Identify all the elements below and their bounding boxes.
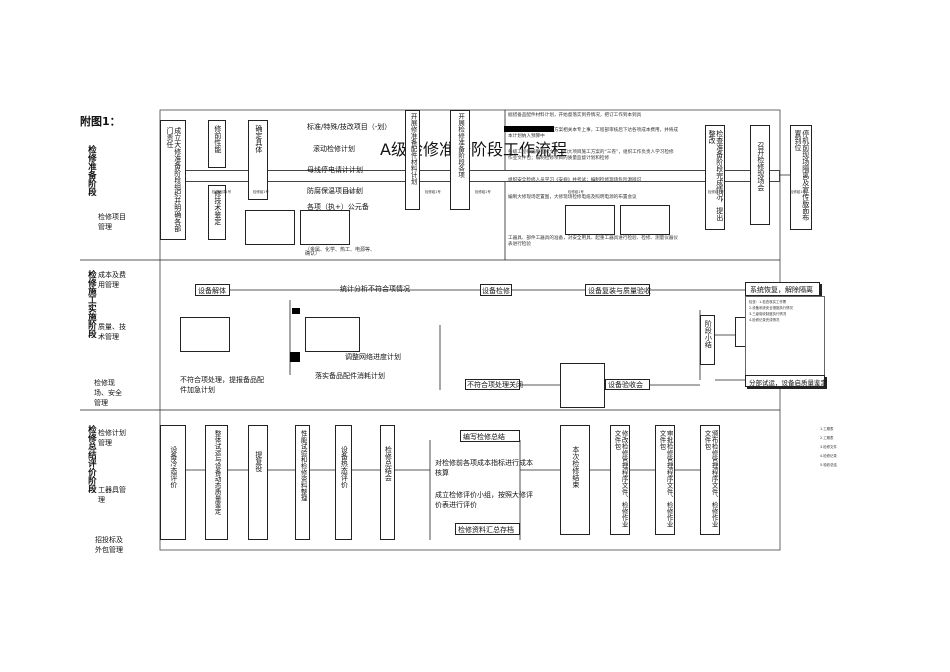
impl-restore: 系统恢复，解除隔离 [745, 282, 820, 296]
sum-publish-docs: 颁布检修管理程序文件、检修作业文件包 [700, 425, 720, 535]
prep-item-4: 防腐保温项目计划 [307, 187, 363, 195]
sum-list-4: 4.检修记录 [820, 454, 837, 458]
phase-label-summary: 检修总结评价阶段 [86, 425, 97, 493]
prep-item-2: 滚动检修计划 [313, 145, 355, 153]
row-label-impl-quality: 质量、技术管理 [98, 323, 126, 341]
impl-stage-summary: 阶段小结 [700, 315, 715, 365]
prep-step-performance: 修前性能 [208, 120, 226, 168]
prep-note-3: 检修组1号 [343, 190, 359, 194]
impl-nc-handle: 不符合项处理，提报备品配件加急计划 [180, 376, 264, 394]
black-label-2 [292, 308, 300, 314]
impl-accept-meeting: 设备验收会 [605, 379, 650, 390]
prep-step-meeting: 召开检修现场会 [750, 125, 770, 225]
prep-text-5: 编制大修现场定置图，大修现场检修电缆及照明电源的布置会议 [508, 195, 637, 200]
prep-text-4: 组织安全检修人员学习《安规》并考试；编制检修现场危险源辨识 [508, 178, 642, 183]
sum-dynamic-eval: 整体试运与设备动态质量鉴定 [205, 425, 228, 540]
phase-label-prep: 检修准备阶段 [86, 145, 97, 196]
prep-note-8: 检修组1号 [790, 190, 806, 194]
prep-note-7: 检修组1号 [708, 190, 724, 194]
impl-reassemble: 设备复装与质量验收 [585, 284, 651, 296]
sum-list-1: 1.工期表 [820, 427, 834, 431]
impl-repair: 设备检修 [480, 284, 512, 296]
row-label-impl-safety: 检修现场、安全管理 [94, 379, 122, 407]
black-label-1 [504, 126, 554, 132]
sum-return-service: 提复役 [248, 425, 268, 540]
row-label-sum-plan: 检修计划管理 [98, 429, 126, 447]
prep-step-tech-eval: 修技术鉴定 [208, 185, 226, 240]
sum-archive: 检修资料汇总存档 [455, 523, 520, 535]
row-label-impl-cost: 成本及费用管理 [98, 271, 126, 289]
prep-note-box-1 [245, 210, 295, 245]
sum-cost-accounting: 对检修前各项成本指标进行成本核算 [435, 459, 533, 477]
prep-note-6: 检修组1号 [568, 190, 584, 194]
prep-item-1: 标准/特殊/技改项目（-划） [307, 123, 392, 131]
row-label-sum-bid: 招投标及外包管理 [95, 536, 123, 554]
row-label-prep-project: 检修项目管理 [98, 213, 126, 231]
sum-meeting: 检修总结会 [380, 425, 395, 540]
sum-modify-docs: 修改检修管理程序文件、检修作业文件包 [610, 425, 630, 535]
prep-item-note: （金属、化学、热工、电源等、确认） [305, 247, 376, 258]
prep-text-3: 各级工程师编制检修文件，如大项目施工方案的“三卷”，组织工作负责人学习检修作业文… [508, 150, 674, 161]
prep-step-items: 开展检修准备阶段各项 [450, 110, 470, 210]
impl-trial-run: 分部试运，设备启质量鉴定 [745, 375, 827, 387]
black-label-3 [290, 352, 300, 362]
sum-end: 本次检修结束 [560, 425, 590, 535]
sum-eval-group: 成立检修评价小组，按照大修评价表进行评价 [435, 491, 533, 509]
impl-note-box-1 [180, 317, 230, 352]
prep-note-box-3 [565, 205, 615, 235]
impl-stat-analysis: 统计分析不符合项情况 [340, 285, 410, 293]
prep-note-1: 检修组成1号 [212, 190, 232, 194]
prep-step-isolation: 停机前现场隔离及宣传版面布置到位 [790, 125, 812, 230]
sum-list-3: 3.检修文件 [820, 445, 837, 449]
impl-check-box: 检查：1.检查核实工作票 2.设备系统安全措施执行情况 3.三级验收制度执行情况… [745, 296, 825, 381]
sum-cold-eval: 设备冷态评价 [160, 425, 186, 540]
impl-nc-close: 不符合项处理关闭 [465, 379, 523, 390]
impl-note-box-2 [305, 317, 360, 352]
prep-step-determine: 确定具体 [248, 120, 268, 200]
figure-caption: 附图1： [80, 115, 121, 128]
page-title: A级检修准备阶段工作流程 [380, 140, 567, 159]
prep-note-box-2 [300, 210, 350, 245]
sum-list-5: 5.验收总结 [820, 463, 837, 467]
row-label-sum-tools: 工器具管理 [98, 486, 126, 504]
sum-hot-eval: 设备热态评价 [335, 425, 352, 540]
sum-perf-test: 性能试验和检修资料整理 [295, 425, 310, 540]
sum-write-summary: 编写检修总结 [460, 430, 520, 442]
prep-text-1: 据措备品配件材料计划，开始督落实到券情况，把订工作到本到具 [508, 113, 642, 118]
prep-step-check: 检查准备阶段完成情况，提出整改 [705, 125, 725, 230]
impl-disassemble: 设备解体 [195, 284, 230, 296]
prep-note-2: 检修组1号 [253, 190, 269, 194]
impl-accept-box [560, 363, 605, 408]
sum-approve-docs: 审批检修管理程序文件、检修作业文件包 [655, 425, 675, 535]
prep-text-6: 工器具、部件工器具的准备，对安全用具、起重工器具进行检验、检修、测量仪器仪表进行… [508, 236, 678, 247]
prep-note-4: 检修组1号 [425, 190, 441, 194]
impl-parts-plan: 落实备品配件消耗计划 [315, 372, 385, 380]
impl-adjust-schedule: 调整网络进度计划 [345, 353, 401, 361]
prep-step-organize: 成立大修准备阶段组织并明确各部门责任 [160, 120, 186, 240]
prep-text-2: 各项目前应检查项目及方案相关本专上事，工程部审核后下达各项成本费用，并将成本计划… [508, 128, 678, 139]
prep-item-5: 各项（执+）公元备 [307, 203, 369, 211]
phase-label-impl: 检修施工实施阶段 [86, 270, 97, 338]
prep-note-5: 检修组1号 [475, 190, 491, 194]
prep-item-3: 母线停电请计计划 [307, 166, 363, 174]
sum-list-2: 2.工期表 [820, 436, 834, 440]
prep-step-materials: 开展修准备配件材料计划 [405, 110, 420, 210]
prep-note-box-4 [620, 205, 670, 235]
